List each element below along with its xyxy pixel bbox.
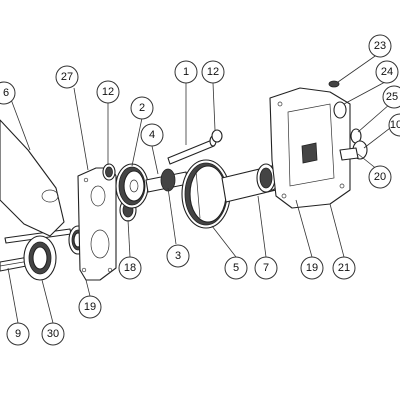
- pinion-part-4: [145, 168, 189, 193]
- washer-part-12-right: [211, 129, 223, 143]
- callout-7: 7: [254, 256, 278, 280]
- small-bearing-part: [102, 163, 116, 181]
- svg-text:6: 6: [3, 87, 9, 99]
- callout-10: 10: [388, 113, 400, 137]
- gear-part-2: [115, 163, 149, 209]
- callout-24: 24: [375, 60, 399, 84]
- callout-5: 5: [224, 256, 248, 280]
- callout-20: 20: [368, 165, 392, 189]
- svg-text:25: 25: [386, 91, 398, 103]
- callout-25: 25: [382, 85, 400, 109]
- svg-text:21: 21: [338, 262, 350, 274]
- callout-2: 2: [130, 96, 154, 120]
- callout-19-left: 19: [78, 295, 102, 319]
- callout-12-left: 12: [96, 80, 120, 104]
- callout-3: 3: [166, 244, 190, 268]
- svg-text:20: 20: [374, 171, 386, 183]
- callout-9: 9: [6, 322, 30, 346]
- callout-6: 6: [0, 81, 16, 105]
- seal-plate-part-6: [0, 119, 65, 237]
- callout-12-right: 12: [201, 60, 225, 84]
- svg-text:7: 7: [263, 262, 269, 274]
- svg-text:30: 30: [47, 328, 59, 340]
- large-gear-part-5: [181, 159, 231, 229]
- callout-18: 18: [118, 256, 142, 280]
- seal-ring-part-19-right: [256, 163, 276, 193]
- svg-text:5: 5: [233, 262, 239, 274]
- svg-text:4: 4: [149, 129, 155, 141]
- callout-30: 30: [41, 322, 65, 346]
- callout-21: 21: [332, 256, 356, 280]
- svg-text:2: 2: [139, 102, 145, 114]
- svg-text:19: 19: [84, 301, 96, 313]
- housing-fittings: [328, 80, 368, 161]
- callout-19-right: 19: [300, 256, 324, 280]
- callout-23: 23: [368, 34, 392, 58]
- svg-text:18: 18: [124, 262, 136, 274]
- svg-text:12: 12: [207, 66, 219, 78]
- svg-text:27: 27: [61, 71, 73, 83]
- cover-plate-part-27: [77, 167, 117, 281]
- housing-part-21: [269, 87, 351, 209]
- svg-text:23: 23: [374, 40, 386, 52]
- bearing-part-30: [23, 235, 57, 281]
- callout-4: 4: [140, 123, 164, 147]
- svg-text:19: 19: [306, 262, 318, 274]
- callout-1: 1: [174, 60, 198, 84]
- svg-text:24: 24: [381, 66, 393, 78]
- svg-text:12: 12: [102, 86, 114, 98]
- svg-text:9: 9: [15, 328, 21, 340]
- svg-text:1: 1: [183, 66, 189, 78]
- callout-27: 27: [55, 65, 79, 89]
- svg-text:10: 10: [390, 119, 400, 131]
- svg-text:3: 3: [175, 250, 181, 262]
